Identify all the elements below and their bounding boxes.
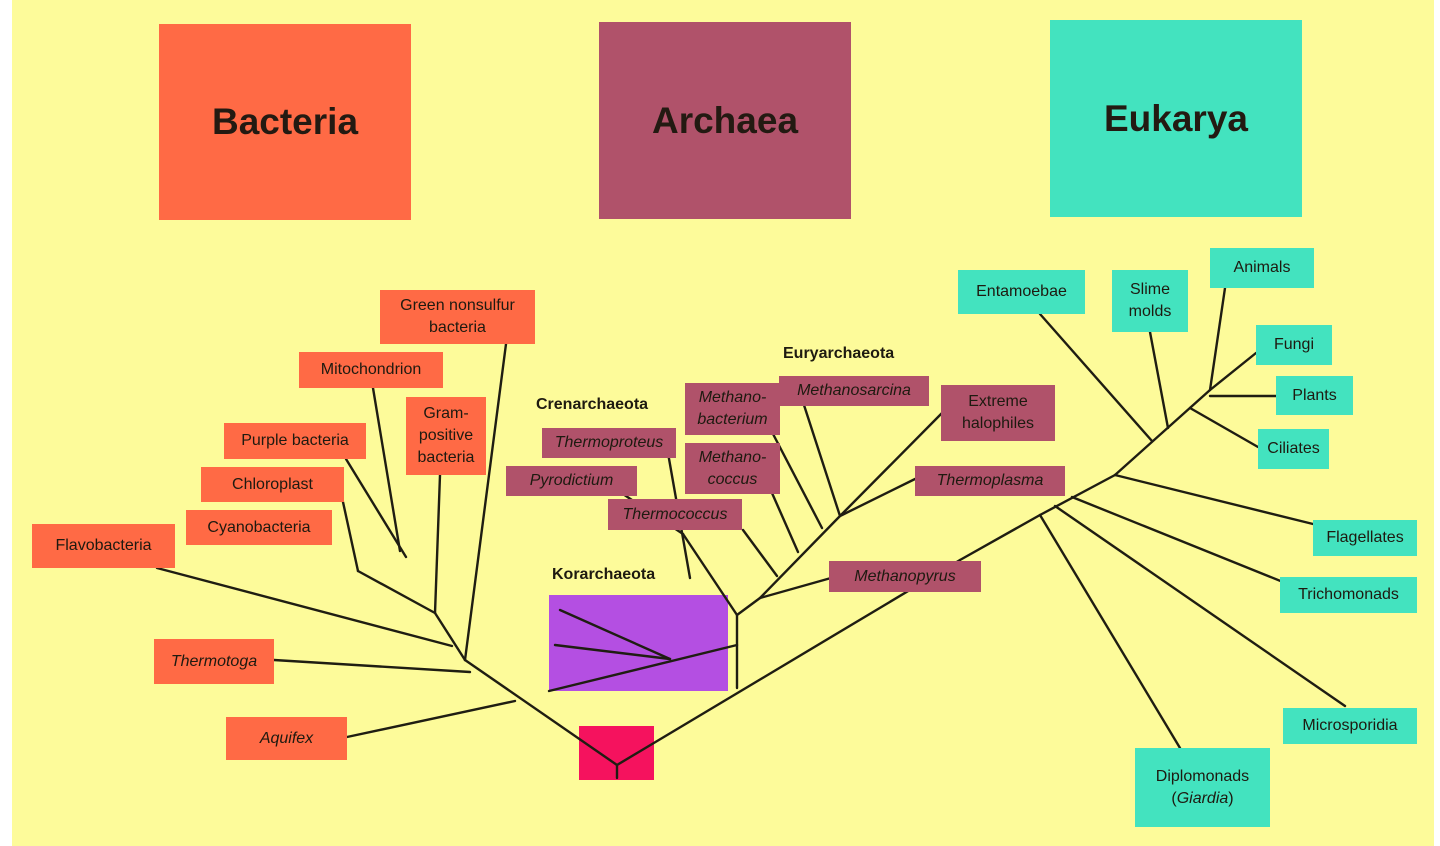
taxon-methanococcus: Methano-coccus bbox=[685, 443, 780, 494]
taxon-fungi: Fungi bbox=[1256, 325, 1332, 365]
taxon-diplomonads: Diplomonads (Giardia) bbox=[1135, 748, 1270, 827]
branch-entamoebae bbox=[1038, 312, 1154, 443]
branch-fungi bbox=[1208, 351, 1258, 392]
taxon-thermotoga: Thermotoga bbox=[154, 639, 274, 684]
branch-methanococcus bbox=[770, 491, 800, 554]
branch-root-bacteria bbox=[463, 658, 619, 767]
branch-methanobacterium bbox=[770, 430, 824, 530]
taxon-gram-positive-bacteria: Gram-positive bacteria bbox=[406, 397, 486, 475]
branch-korarchaeota bbox=[547, 643, 739, 693]
taxon-giardia-name: Giardia bbox=[1176, 789, 1229, 807]
taxon-chloroplast: Chloroplast bbox=[201, 467, 344, 502]
branch-kor-inner-2 bbox=[553, 643, 672, 661]
branch-microsporidia bbox=[1053, 504, 1347, 708]
taxon-slime-molds: Slime molds bbox=[1112, 270, 1188, 332]
taxon-cyanobacteria: Cyanobacteria bbox=[186, 510, 332, 545]
branch-euk-main bbox=[1038, 473, 1117, 517]
taxon-mitochondrion: Mitochondrion bbox=[299, 352, 443, 388]
domain-archaea-label: Archaea bbox=[651, 99, 799, 141]
domain-eukarya-box: Eukarya bbox=[1050, 20, 1302, 217]
group-crenarchaeota-label: Crenarchaeota bbox=[536, 396, 649, 413]
branch-thermoplasma bbox=[838, 477, 917, 518]
branch-halophiles bbox=[838, 410, 945, 518]
taxon-trichomonads: Trichomonads bbox=[1280, 577, 1417, 613]
branch-flagellates bbox=[1113, 473, 1315, 526]
taxon-entamoebae: Entamoebae bbox=[958, 270, 1085, 314]
branch-kor-inner-1 bbox=[558, 608, 672, 661]
branch-gram-positive bbox=[433, 473, 442, 615]
korarchaeota-box bbox=[549, 595, 728, 691]
taxon-methanosarcina: Methanosarcina bbox=[779, 376, 929, 406]
branch-bact-main bbox=[433, 611, 467, 662]
domain-bacteria-box: Bacteria bbox=[159, 24, 411, 220]
branch-diplomonads bbox=[1038, 513, 1182, 750]
group-korarchaeota-label: Korarchaeota bbox=[552, 566, 656, 583]
taxon-diplomonads-name: Diplomonads bbox=[1155, 767, 1250, 785]
branch-crenarchaeota bbox=[681, 532, 739, 617]
taxon-ciliates: Ciliates bbox=[1258, 429, 1329, 469]
branch-green-nonsulfur bbox=[463, 342, 508, 662]
branch-ciliates bbox=[1188, 406, 1260, 449]
branch-slime-molds bbox=[1148, 330, 1170, 430]
taxon-methanobacterium: Methano-bacterium bbox=[685, 383, 780, 435]
taxon-flavobacteria: Flavobacteria bbox=[32, 524, 175, 568]
group-euryarchaeota-label: Euryarchaeota bbox=[783, 345, 895, 362]
branch-mitochondrion bbox=[371, 386, 402, 553]
taxon-thermoproteus: Thermoproteus bbox=[542, 428, 676, 458]
taxon-plants: Plants bbox=[1276, 376, 1353, 415]
branch-flavobacteria bbox=[155, 566, 454, 648]
taxon-thermoplasma: Thermoplasma bbox=[915, 466, 1065, 496]
branch-trichomonads bbox=[1070, 495, 1285, 584]
branch-methanosarcina bbox=[801, 400, 842, 518]
branch-euk-stem bbox=[958, 513, 1042, 562]
taxon-aquifex: Aquifex bbox=[226, 717, 347, 760]
branch-animals bbox=[1208, 286, 1227, 392]
branch-chloroplast bbox=[341, 500, 360, 573]
branch-aquifex bbox=[345, 699, 517, 739]
taxon-purple-bacteria: Purple bacteria bbox=[224, 423, 366, 459]
taxon-animals: Animals bbox=[1210, 248, 1314, 288]
branch-cren-stem bbox=[735, 596, 762, 617]
branch-eury-main bbox=[758, 514, 842, 600]
branch-bact-crown bbox=[356, 569, 437, 615]
taxon-extreme-halophiles: Extreme halophiles bbox=[941, 385, 1055, 441]
branch-euk-crown bbox=[1113, 388, 1212, 477]
branch-root-neomura bbox=[615, 558, 962, 767]
branch-purple bbox=[344, 457, 408, 559]
branch-thermotoga bbox=[272, 658, 472, 674]
branch-methanopyrus bbox=[758, 576, 833, 600]
taxon-giardia-note: (Giardia) bbox=[1171, 789, 1234, 807]
domain-archaea-box: Archaea bbox=[599, 22, 851, 219]
taxon-green-nonsulfur-bacteria: Green nonsulfur bacteria bbox=[380, 290, 535, 344]
taxon-thermococcus: Thermococcus bbox=[608, 499, 742, 530]
domain-bacteria-label: Bacteria bbox=[211, 101, 359, 142]
taxon-microsporidia: Microsporidia bbox=[1283, 708, 1417, 744]
taxon-methanopyrus: Methanopyrus bbox=[829, 561, 981, 592]
taxon-pyrodictium: Pyrodictium bbox=[506, 466, 637, 496]
domain-eukarya-label: Eukarya bbox=[1104, 97, 1248, 139]
taxon-flagellates: Flagellates bbox=[1313, 520, 1417, 556]
branch-thermococcus bbox=[741, 528, 779, 578]
